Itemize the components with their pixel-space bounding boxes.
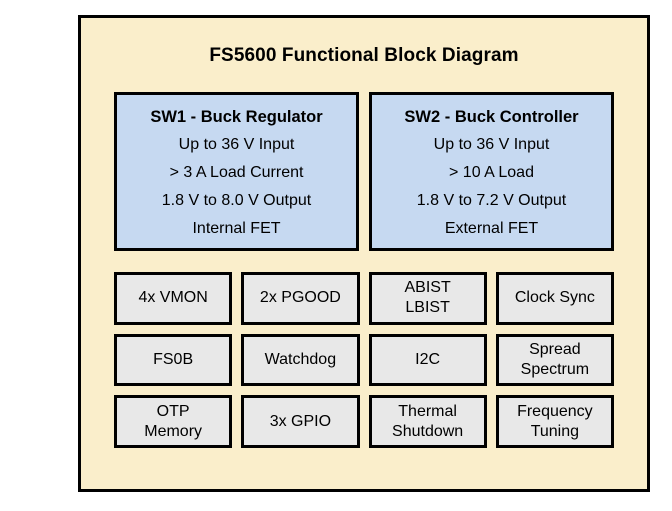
switcher-block-sw2-line-1: Up to 36 V Input — [433, 135, 550, 153]
switcher-block-sw2-line-3: 1.8 V to 7.2 V Output — [416, 191, 567, 209]
feature-block-otp-memory-line-1: OTP — [156, 402, 190, 420]
feature-block-clock-sync: Clock Sync — [495, 272, 614, 325]
switcher-block-sw2-title: SW2 - Buck Controller — [404, 107, 579, 126]
feature-block-otp-memory: OTP Memory — [114, 395, 233, 448]
feature-block-watchdog: Watchdog — [241, 333, 360, 387]
feature-block-gpio: 3x GPIO — [241, 395, 360, 448]
feature-block-abist-lbist: ABIST LBIST — [368, 272, 487, 325]
feature-block-otp-memory-line-2: Memory — [144, 422, 203, 440]
page-title: FS5600 Functional Block Diagram — [209, 45, 519, 66]
switcher-block-row: SW1 - Buck Regulator Up to 36 V Input > … — [114, 92, 614, 251]
feature-block-fs0b-line-1: FS0B — [153, 350, 194, 368]
feature-block-frequency-tuning: Frequency Tuning — [495, 395, 614, 448]
switcher-block-sw1: SW1 - Buck Regulator Up to 36 V Input > … — [114, 92, 359, 251]
feature-block-vmon: 4x VMON — [114, 272, 233, 325]
feature-block-vmon-line-1: 4x VMON — [138, 289, 208, 307]
feature-block-clock-sync-line-1: Clock Sync — [514, 289, 595, 307]
feature-block-frequency-tuning-line-1: Frequency — [517, 402, 593, 420]
feature-block-pgood-line-1: 2x PGOOD — [259, 289, 341, 307]
switcher-block-sw2: SW2 - Buck Controller Up to 36 V Input >… — [369, 92, 614, 251]
feature-block-thermal-shutdown-line-1: Thermal — [398, 402, 457, 420]
feature-block-thermal-shutdown: Thermal Shutdown — [368, 395, 487, 448]
feature-block-watchdog-line-1: Watchdog — [264, 350, 337, 368]
feature-block-spread-spectrum-line-2: Spectrum — [520, 360, 590, 378]
feature-block-grid: 4x VMON 2x PGOOD ABIST LBIST Clock Sync … — [114, 272, 614, 448]
switcher-block-sw1-line-2: > 3 A Load Current — [169, 163, 304, 181]
switcher-block-sw2-line-4: External FET — [444, 219, 539, 237]
feature-block-gpio-line-1: 3x GPIO — [269, 412, 332, 430]
feature-block-pgood: 2x PGOOD — [241, 272, 360, 325]
feature-block-spread-spectrum-line-1: Spread — [529, 340, 581, 358]
feature-block-thermal-shutdown-line-2: Shutdown — [392, 422, 464, 440]
feature-block-fs0b: FS0B — [114, 333, 233, 387]
feature-block-frequency-tuning-line-2: Tuning — [530, 422, 580, 440]
switcher-block-sw1-line-4: Internal FET — [192, 219, 281, 237]
feature-block-abist-lbist-line-2: LBIST — [405, 299, 450, 317]
switcher-block-sw1-title: SW1 - Buck Regulator — [150, 107, 323, 126]
block-diagram-frame: FS5600 Functional Block Diagram SW1 - Bu… — [78, 15, 650, 492]
feature-block-i2c: I2C — [368, 333, 487, 387]
switcher-block-sw1-line-1: Up to 36 V Input — [178, 135, 295, 153]
feature-block-i2c-line-1: I2C — [415, 350, 441, 368]
feature-block-spread-spectrum: Spread Spectrum — [495, 333, 614, 387]
feature-block-abist-lbist-line-1: ABIST — [404, 279, 451, 297]
switcher-block-sw2-line-2: > 10 A Load — [449, 163, 534, 181]
switcher-block-sw1-line-3: 1.8 V to 8.0 V Output — [161, 191, 312, 209]
